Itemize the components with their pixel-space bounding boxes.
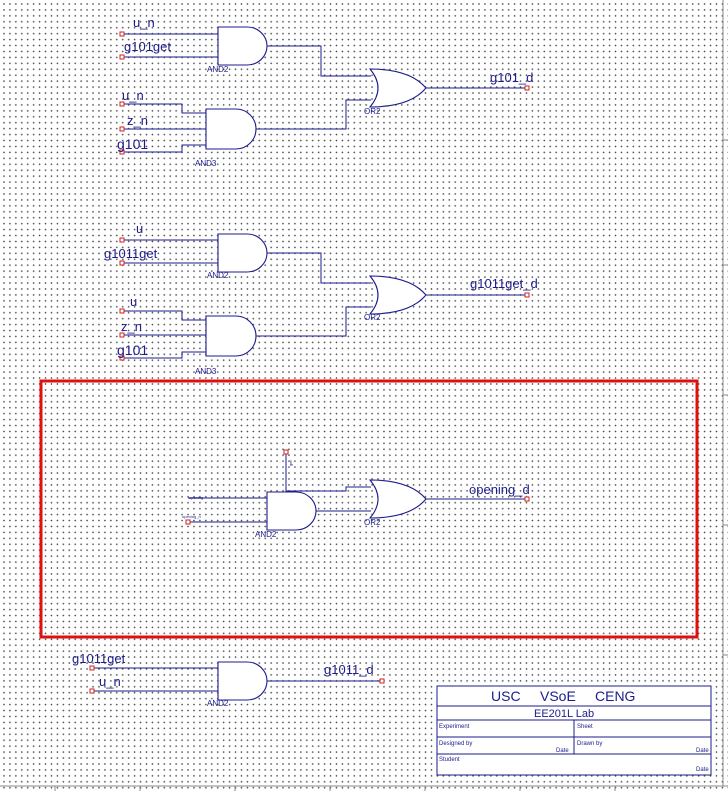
output-pin[interactable] xyxy=(524,292,530,298)
title-institution-1: USC xyxy=(491,688,521,704)
output-pin[interactable] xyxy=(524,85,530,91)
input-pin[interactable] xyxy=(119,54,125,60)
net-label: u_n xyxy=(133,15,155,30)
input-pin[interactable] xyxy=(119,149,125,155)
field-sheet: Sheet xyxy=(577,724,593,730)
field-designed-by: Designed by xyxy=(439,741,472,747)
input-pin[interactable] xyxy=(119,355,125,361)
input-pin[interactable] xyxy=(119,31,125,37)
circuit-g1011get-d[interactable]: AND2 u g1011get AND3 u z_n g101 OR2 g101… xyxy=(104,221,538,376)
circuit-opening-d[interactable]: AND2 opening opening_n get OR2 opening_d xyxy=(182,449,530,539)
selection-highlight xyxy=(39,379,699,639)
title-institution-3: CENG xyxy=(595,688,635,704)
input-pin[interactable] xyxy=(283,449,289,455)
field-date: Date xyxy=(696,767,709,773)
and2-gate[interactable]: AND2 xyxy=(207,233,268,280)
field-experiment: Experiment xyxy=(439,724,470,730)
net-label: u_n xyxy=(99,674,121,689)
net-label: opening xyxy=(189,495,203,500)
net-label: z_n xyxy=(121,319,142,334)
net-label: u xyxy=(136,221,143,236)
input-pin[interactable] xyxy=(119,260,125,266)
gate-type-label: AND3 xyxy=(195,159,217,168)
output-net-label: opening_d xyxy=(469,482,530,497)
net-label: z_n xyxy=(127,113,148,128)
net-label: g101get xyxy=(124,39,171,54)
output-pin[interactable] xyxy=(379,678,385,684)
title-institution-2: VSoE xyxy=(540,688,576,704)
or2-gate[interactable]: OR2 xyxy=(364,479,427,527)
net-label: g101 xyxy=(117,136,148,152)
title-block: USC VSoE CENG EE201L Lab Experiment Shee… xyxy=(436,685,712,776)
and3-gate[interactable]: AND3 xyxy=(195,315,257,376)
net-label: g101 xyxy=(117,342,148,358)
input-pin[interactable] xyxy=(119,101,125,107)
and2-gate[interactable]: AND2 xyxy=(255,491,317,539)
gate-type-label: OR2 xyxy=(364,313,381,322)
input-pin[interactable] xyxy=(119,308,125,314)
net-label: g1011get xyxy=(72,651,126,666)
and2-gate[interactable]: AND2 xyxy=(207,26,268,74)
gate-type-label: AND2 xyxy=(207,271,229,280)
field-student: Student xyxy=(439,757,460,763)
and2-gate[interactable]: AND2 xyxy=(207,661,268,708)
gate-type-label: OR2 xyxy=(364,107,381,116)
output-pin[interactable] xyxy=(524,496,530,502)
gate-type-label: OR2 xyxy=(364,518,381,527)
net-label: get xyxy=(288,460,293,466)
input-pin[interactable] xyxy=(119,237,125,243)
circuit-g1011-d[interactable]: AND2 g1011get u_n g1011_d xyxy=(72,651,385,708)
net-label: u xyxy=(130,294,137,309)
input-pin[interactable] xyxy=(185,519,191,525)
circuit-g101-d[interactable]: AND2 u_n g101get AND3 u_n z_n g101 OR2 xyxy=(117,15,533,168)
input-pin[interactable] xyxy=(119,332,125,338)
field-date: Date xyxy=(696,748,709,754)
gate-type-label: AND3 xyxy=(195,367,217,376)
title-course: EE201L Lab xyxy=(534,708,594,720)
or2-gate[interactable]: OR2 xyxy=(364,68,427,116)
gate-type-label: AND2 xyxy=(255,530,277,539)
or2-gate[interactable]: OR2 xyxy=(364,275,427,322)
net-label: opening_n xyxy=(182,514,201,519)
gate-type-label: AND2 xyxy=(207,699,229,708)
output-net-label: g1011_d xyxy=(324,662,374,677)
field-date: Date xyxy=(556,748,569,754)
input-pin[interactable] xyxy=(119,126,125,132)
net-label: g1011get xyxy=(104,246,158,261)
and3-gate[interactable]: AND3 xyxy=(195,108,257,168)
input-pin[interactable] xyxy=(89,665,95,671)
input-pin[interactable] xyxy=(89,688,95,694)
net-label: u_n xyxy=(122,88,144,103)
output-net-label: g1011get_d xyxy=(470,276,538,291)
field-drawn-by: Drawn by xyxy=(577,741,602,747)
gate-type-label: AND2 xyxy=(207,65,229,74)
output-net-label: g101_d xyxy=(490,70,533,85)
